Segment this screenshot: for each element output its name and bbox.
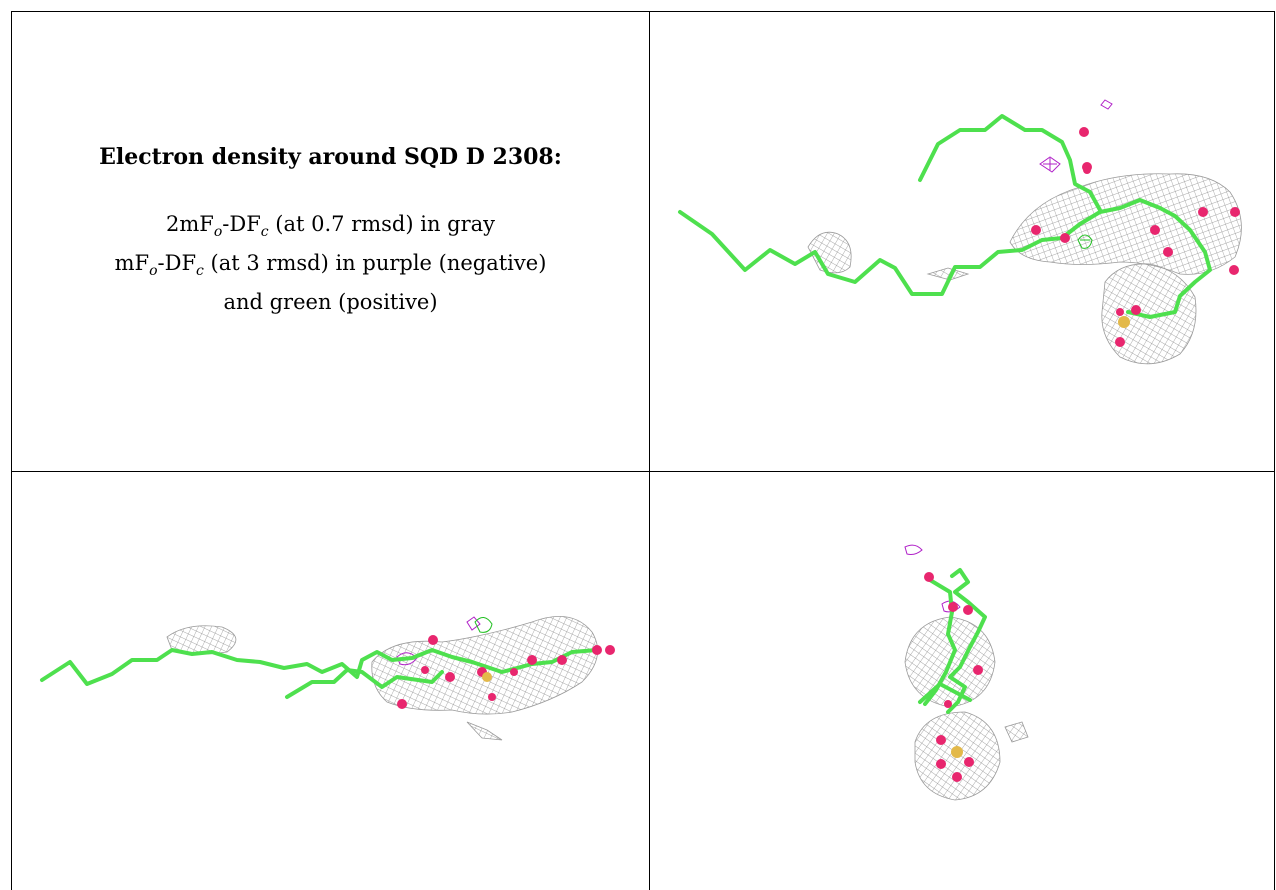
caption-line-2fofc: 2mFo-DFc (at 0.7 rmsd) in gray — [165, 212, 496, 241]
sulfur-atom — [482, 672, 492, 682]
molecule-render-side — [40, 616, 615, 741]
density-2fofc — [807, 173, 1242, 365]
molecule-render-top — [678, 99, 1242, 365]
view-top-right — [650, 12, 1274, 471]
caption-cell: Electron density around SQD D 2308: 2mFo… — [12, 12, 649, 471]
density-negative — [1039, 99, 1113, 173]
sulfur-atom — [951, 746, 963, 758]
density-positive — [474, 617, 493, 633]
sulfur-atom — [1118, 316, 1130, 328]
oxygen-atoms — [924, 572, 983, 782]
density-2fofc — [904, 616, 1029, 801]
ligand-carbon-chain — [678, 114, 1212, 319]
ligand-carbon-chain — [40, 648, 599, 699]
table-divider-horizontal — [11, 471, 1275, 472]
ligand-carbon-chain — [918, 568, 987, 714]
oxygen-atoms — [397, 635, 615, 709]
caption-body: 2mFo-DFc (at 0.7 rmsd) in gray mFo-DFc (… — [12, 209, 649, 318]
density-positive — [1077, 234, 1093, 249]
view-bottom-right — [650, 472, 1274, 890]
figure-table — [11, 11, 1275, 890]
view-bottom-left — [12, 472, 649, 890]
molecule-render-end-on — [904, 544, 1029, 801]
caption-line-fofc: mFo-DFc (at 3 rmsd) in purple (negative) — [114, 251, 547, 280]
oxygen-atoms — [1031, 127, 1240, 347]
caption-title: Electron density around SQD D 2308: — [99, 144, 562, 170]
density-negative — [904, 544, 961, 613]
density-2fofc — [166, 616, 599, 741]
caption-line-positive: and green (positive) — [223, 290, 438, 315]
table-divider-vertical — [649, 11, 650, 890]
